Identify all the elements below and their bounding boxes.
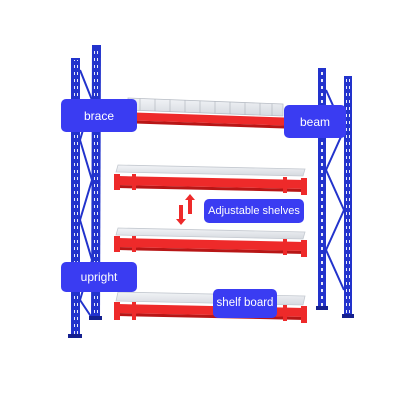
shelf-2-beam <box>118 176 305 189</box>
shelf-level-bottom <box>114 291 307 323</box>
left-upright-frame <box>68 45 102 338</box>
shelf-level-top <box>114 97 302 131</box>
shelf-level-3 <box>114 227 307 257</box>
shelf-2-board <box>115 164 306 177</box>
shelf-board-label: shelf board <box>213 289 277 318</box>
right-upright-frame <box>316 68 354 318</box>
shelf-3-board <box>115 227 306 240</box>
top-beam <box>118 112 300 126</box>
shelf-3-beam <box>118 238 305 251</box>
up-down-arrows-icon <box>176 194 195 225</box>
brace-label: brace <box>61 99 137 132</box>
upright-label: upright <box>61 262 137 292</box>
shelf-level-2 <box>114 164 307 195</box>
beam-label: beam <box>284 105 346 138</box>
adjustable-shelves-label: Adjustable shelves <box>204 199 304 223</box>
